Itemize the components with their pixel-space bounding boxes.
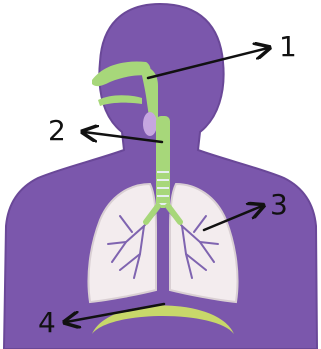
larynx [143,112,157,136]
label-2: 2 [48,114,66,147]
label-3: 3 [270,188,288,221]
label-4: 4 [38,306,56,339]
trachea [156,116,170,208]
label-1: 1 [279,30,297,63]
